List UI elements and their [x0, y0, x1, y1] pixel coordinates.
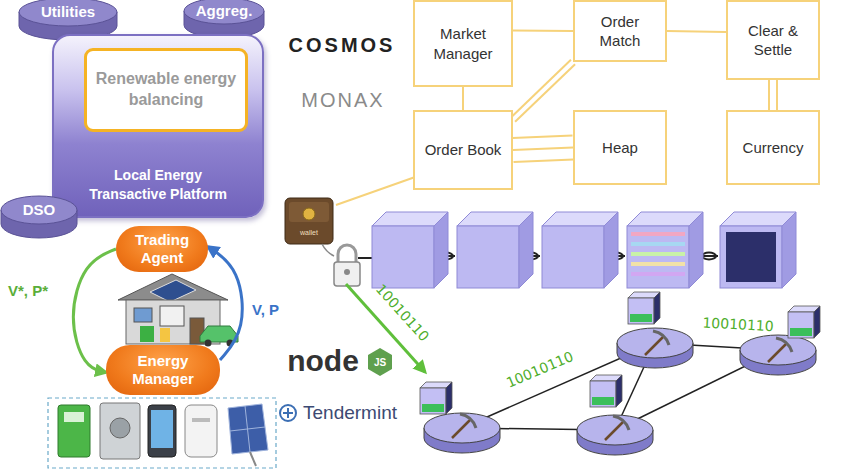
connector-line	[768, 80, 770, 110]
wallet-label: wallet	[300, 229, 318, 237]
stakeholder-disk: DSO	[0, 196, 78, 240]
node-label: Utilities	[41, 3, 95, 20]
node-label: Trading Agent	[124, 231, 200, 267]
signal-label: V, P	[252, 302, 279, 319]
node-label: Aggreg.	[196, 2, 253, 19]
module-box: Heap	[573, 110, 667, 185]
connector-line	[514, 159, 574, 162]
binary-data: 10010110	[504, 349, 576, 391]
node-label: DSO	[23, 201, 56, 218]
disk-top	[184, 0, 264, 24]
connector	[463, 87, 464, 110]
connector	[511, 60, 575, 122]
module-box: Currency	[726, 110, 820, 185]
node-label: Local Energy Transactive Platform	[83, 166, 233, 204]
module-box: Order Match	[573, 0, 667, 62]
module-box: Clear & Settle	[726, 0, 820, 80]
platform-box: Local Energy Transactive Platform Renewab…	[52, 34, 264, 218]
signal-label: V*, P*	[8, 283, 48, 300]
agent-oval: Energy Manager	[106, 345, 220, 395]
connector-line	[667, 31, 726, 32]
connector	[513, 30, 573, 32]
node-label: Order Book	[425, 140, 502, 160]
connector	[667, 31, 726, 32]
logo-text: node	[287, 344, 359, 377]
binary-data: 10010110	[702, 315, 774, 334]
connector-line	[513, 148, 573, 151]
binary-data: 10010110	[372, 281, 431, 344]
function-box: Renewable energy balancing	[84, 48, 248, 132]
node-label: Heap	[602, 138, 638, 158]
connector-line	[208, 247, 242, 360]
node-label: Energy Manager	[114, 352, 212, 388]
disk-top	[1, 196, 77, 224]
node-label: Market Manager	[421, 24, 505, 63]
connector	[513, 136, 574, 162]
connector-line	[513, 136, 573, 139]
connector-line	[511, 60, 571, 118]
logo-text: COSMOS	[289, 34, 396, 56]
logo-text: MONAX	[301, 89, 384, 111]
connector-line	[515, 64, 575, 122]
connector-line	[513, 29, 573, 32]
connector-line	[462, 87, 464, 110]
logo-text: Tendermint	[303, 403, 397, 424]
connector	[769, 80, 777, 110]
node-label: Clear & Settle	[734, 21, 812, 60]
connector	[208, 247, 242, 360]
logo-badge: JS	[374, 357, 386, 368]
agent-oval: Trading Agent	[116, 226, 208, 272]
module-box: Market Manager	[413, 0, 513, 87]
node-label: Currency	[743, 138, 804, 158]
disk-top	[19, 0, 117, 26]
node-label: Order Match	[581, 12, 659, 51]
module-box: Order Book	[413, 110, 513, 190]
node-label: Renewable energy balancing	[93, 69, 239, 111]
connector-line	[776, 80, 778, 110]
